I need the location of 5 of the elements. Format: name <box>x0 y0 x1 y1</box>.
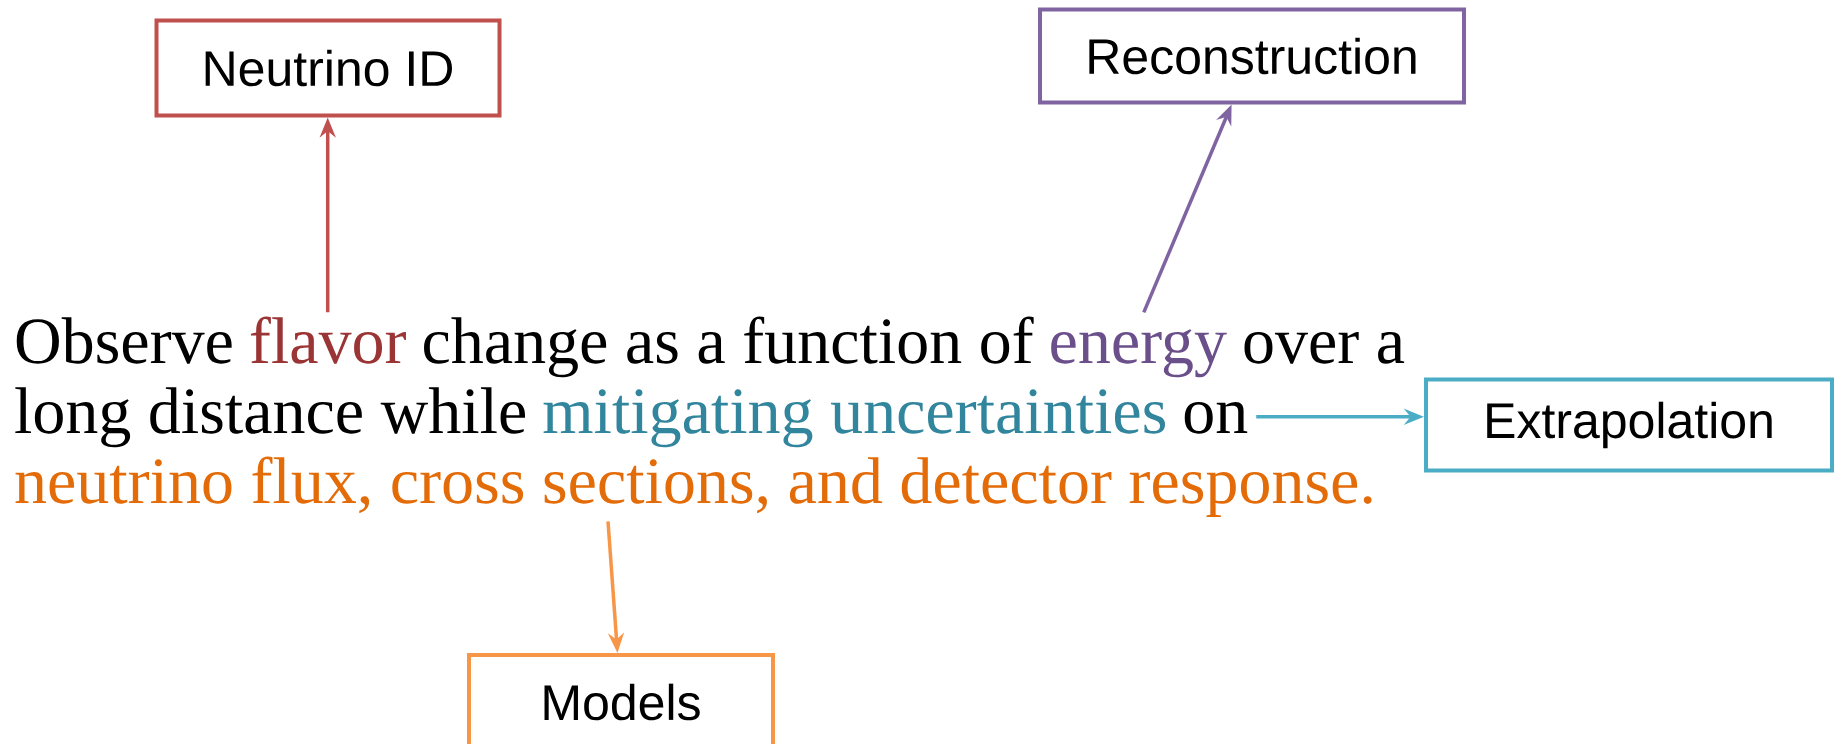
label-box: Reconstruction <box>1038 7 1466 105</box>
sentence: Observe flavor change as a function of energy over a long distance while mitigating uncertainties on neutrino flux, cross sections, and detector response. <box>15 316 1405 518</box>
label-box: Neutrino ID <box>154 18 502 118</box>
label-box: Extrapolation <box>1424 377 1835 473</box>
label-box: Models <box>467 653 775 744</box>
